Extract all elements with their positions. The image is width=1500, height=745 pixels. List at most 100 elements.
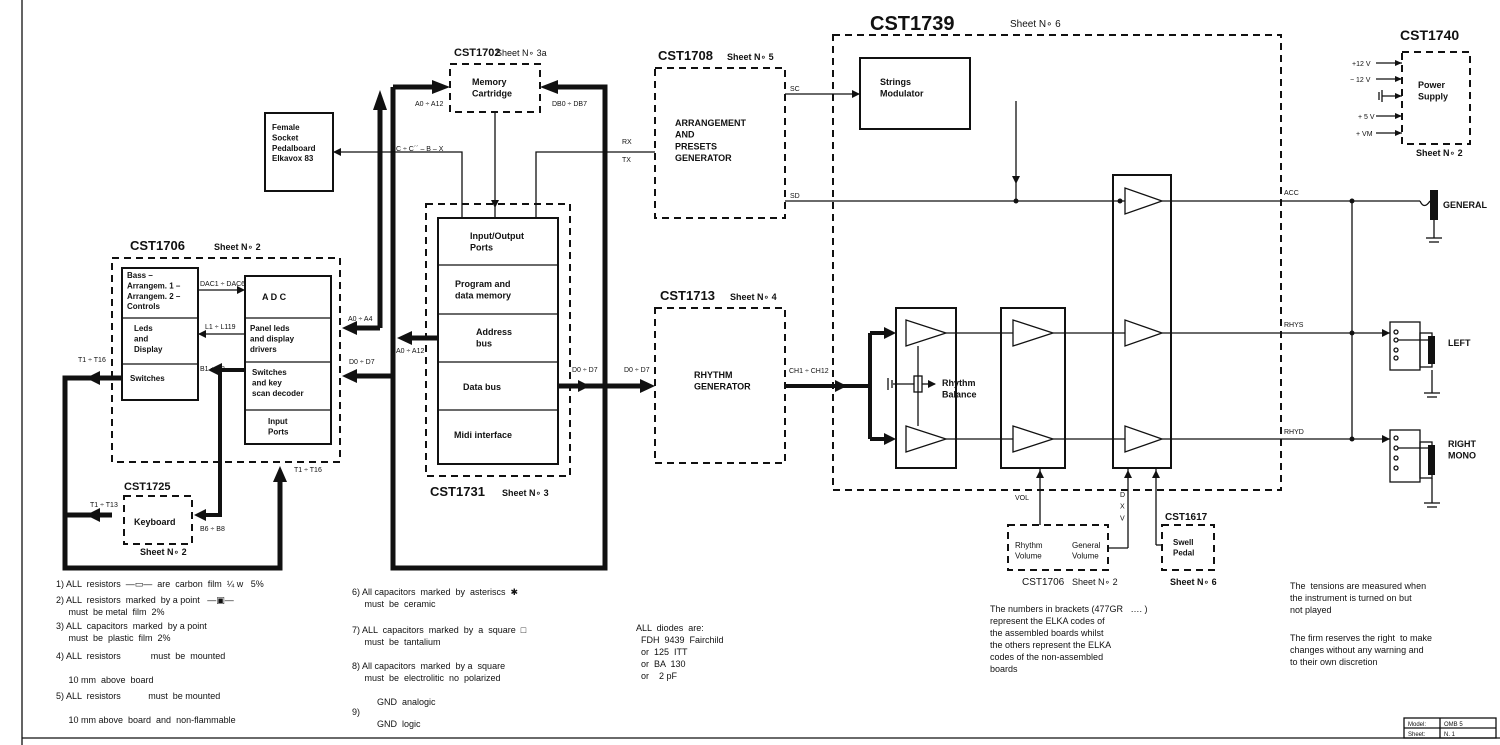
svg-text:ACC: ACC [1284, 190, 1299, 197]
volume-amp-rail [1000, 307, 1066, 469]
panel-adc: A D C [262, 292, 287, 302]
svg-text:− 12 V: − 12 V [1350, 77, 1371, 84]
note-capacitor-electrolytic: 8) All capacitors marked by a square mus… [352, 661, 506, 683]
cst1706-boundary [111, 257, 341, 463]
mix-amp-rail [1112, 174, 1172, 469]
amp-wiring [785, 90, 1420, 549]
general-jack-icon [1419, 190, 1442, 243]
note-gnd-analogic: GND analogic [352, 697, 436, 707]
volumes-box [1007, 524, 1109, 571]
svg-text:C ÷ C´´ – B – X: C ÷ C´´ – B – X [396, 146, 444, 153]
cst1725-sheet: Sheet N∘ 2 [140, 547, 187, 557]
cst1740-sheet: Sheet N∘ 2 [1416, 148, 1463, 158]
svg-text:A0 ÷ A4: A0 ÷ A4 [348, 316, 373, 323]
cst1725-label: CST1725 [124, 481, 170, 493]
svg-text:TX: TX [622, 157, 631, 164]
svg-text:VOL: VOL [1015, 495, 1029, 502]
svg-text:D0 ÷ D7: D0 ÷ D7 [349, 359, 375, 366]
cst1702-sheet: Sheet N∘ 3a [496, 48, 547, 58]
svg-text:+12 V: +12 V [1352, 61, 1371, 68]
cst1706-sheet: Sheet N∘ 2 [214, 242, 261, 252]
cst1617-sheet: Sheet N∘ 6 [1170, 577, 1217, 587]
bus-lines [62, 80, 896, 571]
signal-labels: A0 ÷ A12 DB0 ÷ DB7 C ÷ C´´ – B – X RX TX… [78, 86, 1304, 533]
svg-text:B6 ÷ B8: B6 ÷ B8 [200, 526, 225, 533]
note-resistor-nonflammable: 5) ALL resistors must be mounted 10 mm a… [56, 691, 236, 725]
note-brackets: The numbers in brackets (477GR …. ) repr… [990, 604, 1148, 674]
title-block: Model: OMB 5 Sheet: N. 1 [1403, 717, 1497, 739]
note-firm: The firm reserves the right to make chan… [1290, 633, 1433, 667]
keyboard-label: Keyboard [134, 517, 176, 527]
note-gnd-logic: 9) GND logic [352, 707, 421, 729]
power-supply-box [1401, 51, 1471, 145]
note-capacitor-plastic: 3) ALL capacitors marked by a point must… [56, 621, 207, 643]
svg-text:T1 ÷ T16: T1 ÷ T16 [78, 357, 106, 364]
cst1706-label: CST1706 [130, 238, 185, 253]
left-panel-controls: Bass –Arrangem. 1 –Arrangem. 2 –Controls [127, 271, 181, 311]
svg-text:T1 ÷ T13: T1 ÷ T13 [90, 502, 118, 509]
cst1739-sheet: Sheet N∘ 6 [1010, 19, 1061, 30]
left-jack-icon [1389, 321, 1440, 398]
left-panel-box [121, 267, 199, 401]
cst1713-label: CST1713 [660, 288, 715, 303]
swell-pedal-box [1161, 524, 1215, 571]
thin-wires [198, 112, 655, 338]
svg-text:N. 1: N. 1 [1444, 732, 1456, 738]
svg-text:RX: RX [622, 139, 632, 146]
cst1740-label: CST1740 [1400, 27, 1459, 43]
cst1731-sheet: Sheet N∘ 3 [502, 488, 549, 498]
cst1739-boundary [832, 34, 1282, 491]
cst1708-sheet: Sheet N∘ 5 [727, 52, 774, 62]
svg-text:+ 5 V: + 5 V [1358, 114, 1375, 121]
svg-text:B1 ÷ B8: B1 ÷ B8 [200, 366, 225, 373]
svg-text:CH1 ÷ CH12: CH1 ÷ CH12 [789, 368, 829, 375]
cst1617-label: CST1617 [1165, 512, 1208, 523]
note-resistor-carbon: 1) ALL resistors —▭— are carbon film ¼ w… [56, 579, 264, 589]
cpu-data-bus: Data bus [463, 382, 501, 392]
strings-modulator-box [859, 57, 971, 130]
cst1708-label: CST1708 [658, 48, 713, 63]
cst1702-label: CST1702 [454, 47, 500, 59]
svg-text:T1 ÷ T16: T1 ÷ T16 [294, 467, 322, 474]
left-panel-switches: Switches [130, 374, 165, 383]
cst1713-sheet: Sheet N∘ 4 [730, 292, 777, 302]
svg-text:OMB 5: OMB 5 [1444, 722, 1463, 728]
note-tensions: The tensions are measured when the instr… [1290, 581, 1427, 615]
cst1706b-sheet: Sheet N∘ 2 [1072, 577, 1118, 587]
svg-text:A0 ÷ A12: A0 ÷ A12 [396, 348, 424, 355]
note-diodes: ALL diodes are: FDH 9439 Fairchild or 12… [636, 623, 724, 681]
note-resistor-metal: 2) ALL resistors marked by a point —▣— m… [56, 595, 234, 617]
svg-text:RHYS: RHYS [1284, 322, 1304, 329]
svg-text:RHYD: RHYD [1284, 429, 1304, 436]
rhythm-amp-rail [895, 307, 957, 469]
svg-text:A0 ÷ A12: A0 ÷ A12 [415, 101, 443, 108]
svg-text:DXV: DXV [1120, 492, 1125, 522]
arrangement-generator-box [654, 67, 786, 219]
cpu-midi-interface: Midi interface [454, 430, 512, 440]
svg-text:SD: SD [790, 193, 800, 200]
svg-text:Model:: Model: [1408, 722, 1426, 728]
cst1706b-label: CST1706 [1022, 577, 1065, 588]
svg-text:DB0 ÷ DB7: DB0 ÷ DB7 [552, 101, 587, 108]
note-resistor-mounted: 4) ALL resistors must be mounted 10 mm a… [56, 651, 226, 685]
cst1739-label: CST1739 [870, 13, 955, 35]
keyboard-box [123, 495, 193, 545]
svg-text:D0 ÷ D7: D0 ÷ D7 [624, 367, 650, 374]
cpu-box [437, 217, 559, 465]
